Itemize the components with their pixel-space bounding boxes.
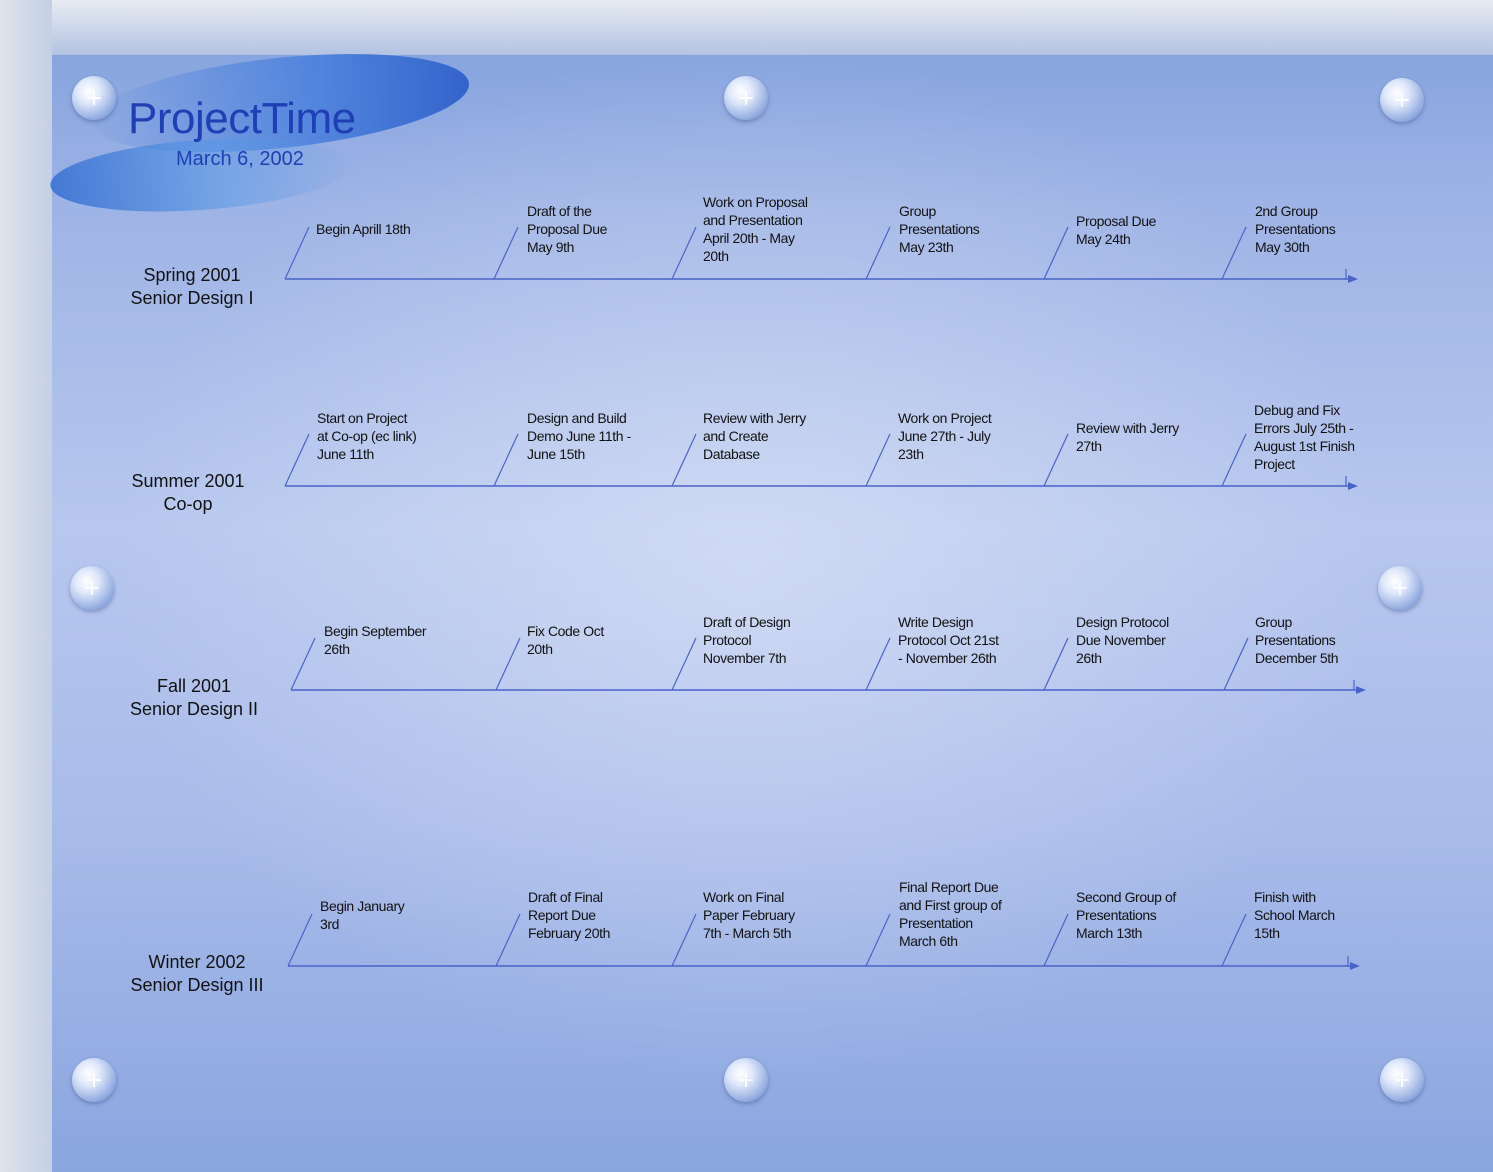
plus-pin-icon: + bbox=[70, 566, 114, 610]
timeline-tick bbox=[1043, 226, 1069, 280]
timeline-tick bbox=[290, 637, 316, 691]
timeline-event: Begin Aprill 18th bbox=[316, 221, 411, 237]
timeline-tick bbox=[671, 226, 697, 280]
scan-edge-left bbox=[0, 0, 52, 1172]
timeline-tick bbox=[284, 433, 310, 487]
timeline-tick bbox=[671, 433, 697, 487]
timeline-tick bbox=[1043, 637, 1069, 691]
timeline-tick bbox=[1043, 433, 1069, 487]
page-title: ProjectTime bbox=[128, 94, 356, 143]
plus-pin-icon: + bbox=[1380, 1058, 1424, 1102]
timeline-tick bbox=[671, 913, 697, 967]
timeline-tick bbox=[493, 226, 519, 280]
row-label-fall-2001: Fall 2001 Senior Design II bbox=[94, 675, 294, 721]
timeline-tick bbox=[1223, 637, 1249, 691]
row-term: Summer 2001 bbox=[131, 471, 245, 491]
timeline-tick bbox=[495, 637, 521, 691]
plus-pin-icon: + bbox=[724, 76, 768, 120]
timeline-tick bbox=[1221, 433, 1247, 487]
timeline-tick bbox=[287, 913, 313, 967]
timeline-tick bbox=[284, 226, 310, 280]
timeline-arrowhead bbox=[1348, 482, 1358, 490]
scan-edge-top bbox=[0, 0, 1493, 55]
plus-pin-icon: + bbox=[1378, 566, 1422, 610]
row-label-winter-2002: Winter 2002 Senior Design III bbox=[97, 951, 297, 997]
timeline-arrowhead bbox=[1356, 686, 1366, 694]
row-course: Senior Design III bbox=[130, 975, 264, 995]
row-term: Winter 2002 bbox=[148, 952, 246, 972]
timeline-tick bbox=[865, 433, 891, 487]
plus-pin-icon: + bbox=[724, 1058, 768, 1102]
timeline-tick bbox=[671, 637, 697, 691]
row-course: Senior Design I bbox=[130, 288, 254, 308]
page-date: March 6, 2002 bbox=[176, 148, 304, 170]
timeline-tick bbox=[865, 913, 891, 967]
timeline-tick bbox=[495, 913, 521, 967]
plus-pin-icon: + bbox=[72, 1058, 116, 1102]
row-term: Spring 2001 bbox=[143, 265, 241, 285]
timeline-tick bbox=[1043, 913, 1069, 967]
plus-pin-icon: + bbox=[72, 76, 116, 120]
timeline-tick bbox=[865, 226, 891, 280]
timeline-tick bbox=[865, 637, 891, 691]
timeline-tick bbox=[1221, 226, 1247, 280]
row-course: Co-op bbox=[163, 494, 213, 514]
row-term: Fall 2001 bbox=[156, 676, 232, 696]
row-label-summer-2001: Summer 2001 Co-op bbox=[88, 470, 288, 516]
timeline-tick bbox=[1221, 913, 1247, 967]
timeline-arrowhead bbox=[1348, 275, 1358, 283]
row-course: Senior Design II bbox=[129, 699, 259, 719]
timeline-tick bbox=[493, 433, 519, 487]
plus-pin-icon: + bbox=[1380, 78, 1424, 122]
row-label-spring-2001: Spring 2001 Senior Design I bbox=[92, 264, 292, 310]
timeline-arrowhead bbox=[1350, 962, 1360, 970]
